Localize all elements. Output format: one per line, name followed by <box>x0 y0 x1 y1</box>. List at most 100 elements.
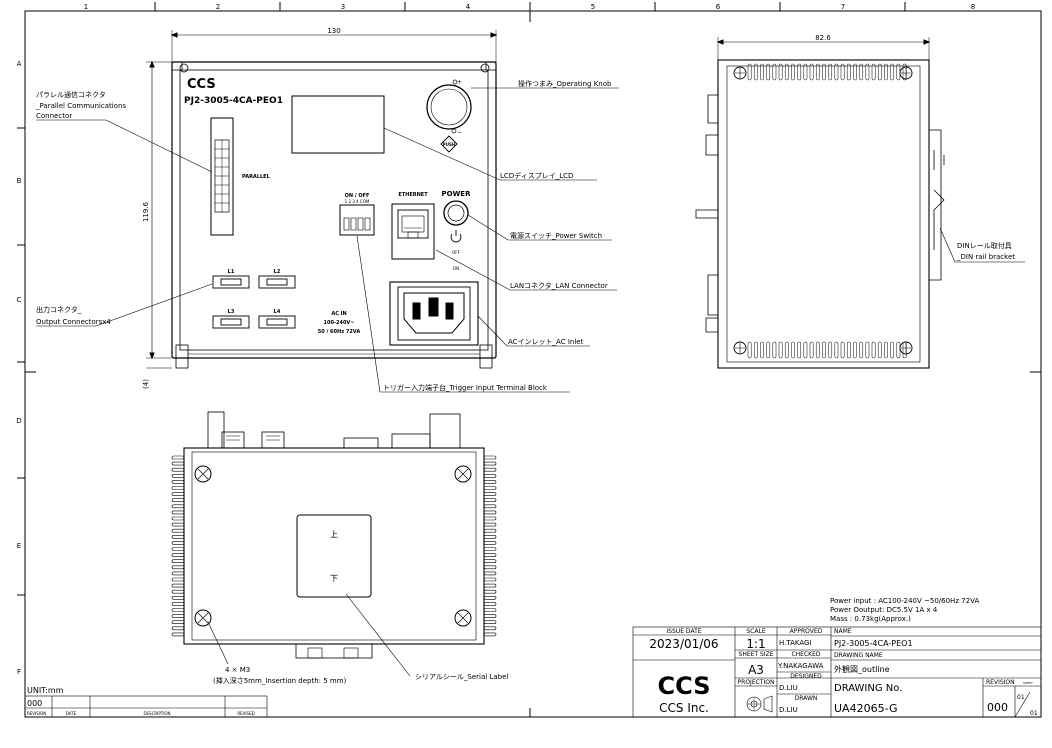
callout-din-jp: DINレール取付具 <box>957 241 1012 250</box>
output-label-l3: L3 <box>228 309 235 315</box>
sheet-size-label: SHEET SIZE <box>739 651 774 658</box>
title-block <box>24 626 1042 718</box>
callout-knob: 操作つまみ_Operating Knob <box>518 79 612 88</box>
drawing-name: 外観図_outline <box>834 664 890 674</box>
drawn-label: DRAWN <box>795 695 818 702</box>
ac-freq-label: 50 / 60Hz 72VA <box>318 329 361 335</box>
power-label: POWER <box>442 190 472 198</box>
scale-label: SCALE <box>746 628 765 635</box>
ethernet-label: ETHERNET <box>398 192 428 198</box>
callout-serial: シリアルシール_Serial Label <box>415 673 508 681</box>
row-label: E <box>17 542 21 550</box>
front-view-labels: 130 119.6 (4) CCS PJ2-3005-4CA-PEO1 PARA… <box>142 27 471 389</box>
row-label: B <box>17 177 22 185</box>
col-label: 1 <box>84 3 88 11</box>
title-block-text: ISSUE DATE 2023/01/06 SCALE 1:1 SHEET SI… <box>649 628 1037 717</box>
grid-column-labels: 1 2 3 4 5 6 7 8 <box>84 3 975 11</box>
row-label: D <box>16 417 21 425</box>
col-label: 6 <box>716 3 721 11</box>
callout-output-jp: 出力コネクタ_ <box>36 305 82 314</box>
output-label-l4: L4 <box>274 309 281 315</box>
label-top-mark: 上 <box>330 530 338 539</box>
col-label: 4 <box>466 3 471 11</box>
callout-screw-depth: (挿入深さ5mm_Insertion depth: 5 mm) <box>213 676 347 685</box>
row-label: C <box>17 296 22 304</box>
drawn-name: D.LIU <box>779 706 798 714</box>
approved-label: APPROVED <box>790 628 823 635</box>
scale-value: 1:1 <box>746 637 765 651</box>
revision-label: REVISION <box>986 679 1015 686</box>
on-label: ON <box>453 266 459 271</box>
callout-texts: パラレル通信コネクタ _Parallel Communications Conn… <box>35 79 1015 685</box>
row-label: A <box>17 60 22 68</box>
name-value: PJ2-3005-4CA-PEO1 <box>834 639 913 648</box>
parallel-label: PARALLEL <box>242 174 271 180</box>
callout-lan: LANコネクタ_LAN Connector <box>510 281 608 290</box>
projection-label: PROJECTION <box>738 679 775 686</box>
issue-date-label: ISSUE DATE <box>666 628 701 635</box>
dim-depth: 82.6 <box>815 34 831 42</box>
designed-label: DESIGNED <box>790 673 822 680</box>
grid-row-labels: A B C D E F <box>16 60 21 676</box>
rev-col-revision: REVISION <box>27 711 46 716</box>
sheet-size: A3 <box>748 663 764 677</box>
onoff-label: ON / OFF <box>345 193 370 199</box>
callout-parallel-en2: Connector <box>36 112 72 120</box>
company-logo: CCS <box>658 672 711 700</box>
row-label: F <box>17 668 21 676</box>
callout-lcd: LCDディスプレイ_LCD <box>500 171 573 180</box>
callout-din-en: _DIN rail bracket <box>956 253 1015 261</box>
rev-col-date: DATE <box>66 711 77 716</box>
callout-power: 電源スイッチ_Power Switch <box>510 231 602 240</box>
callout-output-en: Output Connectorsx4 <box>36 318 111 326</box>
col-label: 7 <box>841 3 845 11</box>
push-label: PUSH <box>443 142 455 147</box>
front-brand-logo: CCS <box>187 77 216 92</box>
name-label: NAME <box>834 628 852 635</box>
spec-power-input: Power input : AC100-240V ~50/60Hz 72VA <box>830 597 979 605</box>
dim-foot: (4) <box>142 379 150 389</box>
callout-ac-inlet: ACインレット_AC Inlet <box>508 338 584 346</box>
output-label-l1: L1 <box>228 269 235 275</box>
ac-voltage-label: 100-240V~ <box>323 320 354 326</box>
label-bottom-mark: 下 <box>330 574 338 583</box>
issue-date: 2023/01/06 <box>649 637 718 651</box>
callout-leaders <box>36 87 1025 393</box>
dim-height: 119.6 <box>142 201 150 222</box>
col-label: 5 <box>591 3 595 11</box>
ac-in-label: AC IN <box>331 311 346 317</box>
spec-notes: Power input : AC100-240V ~50/60Hz 72VA P… <box>830 597 979 623</box>
callout-parallel-jp: パラレル通信コネクタ <box>36 90 106 99</box>
rev-row-value: 000 <box>27 699 42 708</box>
unit-label: UNIT:mm <box>27 686 64 695</box>
company-name: CCS Inc. <box>659 701 709 715</box>
knob-minus: − <box>457 129 462 136</box>
col-label: 3 <box>341 3 345 11</box>
revision-table: UNIT:mm 000 REVISION DATE DESCRIPTION RE… <box>27 686 255 716</box>
designed-name: D.LIU <box>779 684 798 692</box>
dim-width: 130 <box>327 27 340 35</box>
drawing-no: UA42065-G <box>834 702 897 715</box>
callout-screw-size: 4 × M3 <box>225 666 250 674</box>
knob-plus: + <box>457 79 462 86</box>
sheet-number: 01 <box>1017 694 1025 701</box>
checked-name: Y.NAKAGAWA <box>777 662 824 670</box>
side-view <box>695 37 945 369</box>
checked-label: CHECKED <box>791 651 820 658</box>
approved-name: H.TAKAGI <box>779 639 812 647</box>
sheet-total: 01 <box>1030 710 1038 717</box>
output-label-l2: L2 <box>274 269 281 275</box>
rev-col-revised: REVISED <box>237 711 254 716</box>
dip-numbers: 1 2 3 4 COM <box>345 199 370 204</box>
spec-mass: Mass : 0.73kg(Approx.) <box>830 615 911 623</box>
drawing-name-label: DRAWING NAME <box>834 652 883 659</box>
sheet-label: SHEET <box>1023 681 1033 685</box>
drawing-no-label: DRAWING No. <box>834 683 902 694</box>
col-label: 2 <box>216 3 220 11</box>
off-label: OFF <box>452 250 460 255</box>
col-label: 8 <box>971 3 975 11</box>
spec-power-output: Power Ooutput: DC5.5V 1A x 4 <box>830 606 938 614</box>
bottom-view <box>171 411 497 677</box>
